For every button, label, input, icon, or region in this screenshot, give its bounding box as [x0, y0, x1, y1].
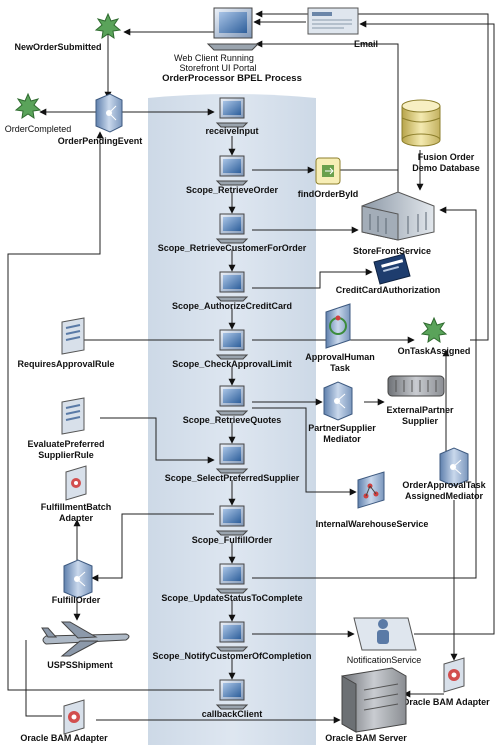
email-icon	[307, 7, 359, 35]
external-partner-label-2: Supplier	[402, 416, 439, 426]
receive-input-label: receiveInput	[205, 126, 258, 136]
find-order-by-id-label: findOrderById	[298, 189, 359, 199]
retrieve-quotes-label: Scope_RetrieveQuotes	[183, 415, 282, 425]
fusion-db-label-2: Demo Database	[412, 163, 480, 173]
retrieve-order-scope-icon	[215, 155, 249, 186]
notify-customer-label: Scope_NotifyCustomerOfCompletion	[152, 651, 311, 661]
email-label: Email	[354, 39, 378, 49]
order-approval-task-mediator-icon	[439, 447, 469, 487]
order-completed-label: OrderCompleted	[5, 124, 72, 134]
requires-approval-rule-label: RequiresApprovalRule	[17, 359, 114, 369]
partner-mediator-label-1: PartnerSupplier	[308, 423, 376, 433]
web-client-label-2: Storefront UI Portal	[179, 63, 256, 73]
new-order-submitted-event-icon	[94, 12, 122, 40]
receive-input-scope-icon	[215, 97, 249, 128]
on-task-assigned-label: OnTaskAssigned	[398, 346, 471, 356]
usps-shipment-label: USPSShipment	[47, 660, 113, 670]
external-partner-label-1: ExternalPartner	[386, 405, 454, 415]
on-task-assigned-event-icon	[420, 316, 448, 344]
check-approval-limit-label: Scope_CheckApprovalLimit	[172, 359, 292, 369]
requires-approval-rule-icon	[61, 317, 85, 355]
notify-customer-scope-icon	[215, 621, 249, 652]
update-status-scope-icon	[215, 563, 249, 594]
authorize-credit-card-label: Scope_AuthorizeCreditCard	[172, 301, 292, 311]
order-pending-event-label: OrderPendingEvent	[58, 136, 143, 146]
oracle-bam-adapter-right-icon	[443, 657, 465, 693]
evaluate-rule-label-2: SupplierRule	[38, 450, 94, 460]
evaluate-preferred-supplier-rule-icon	[61, 397, 85, 435]
bpel-process-lane	[148, 94, 316, 745]
callback-client-label: callbackClient	[202, 709, 263, 719]
fulfillment-batch-label-2: Adapter	[59, 513, 94, 523]
fulfill-order-mediator-label: FulfillOrder	[52, 595, 101, 605]
order-approval-label-2: AssignedMediator	[405, 491, 484, 501]
retrieve-quotes-scope-icon	[215, 385, 249, 416]
internal-warehouse-service-icon	[357, 471, 385, 509]
oracle-bam-adapter-left-icon	[63, 699, 85, 735]
check-approval-limit-scope-icon	[215, 329, 249, 360]
web-client-computer-icon	[206, 7, 260, 51]
evaluate-rule-label-1: EvaluatePreferred	[27, 439, 104, 449]
retrieve-order-label: Scope_RetrieveOrder	[186, 185, 279, 195]
approval-human-task-label-2: Task	[330, 363, 351, 373]
order-approval-label-1: OrderApprovalTask	[402, 480, 486, 490]
authorize-credit-card-scope-icon	[215, 271, 249, 302]
usps-shipment-plane-icon	[41, 621, 130, 657]
approval-human-task-label-1: ApprovalHuman	[305, 352, 375, 362]
oracle-bam-server-icon	[341, 667, 407, 733]
retrieve-customer-label: Scope_RetrieveCustomerForOrder	[158, 243, 307, 253]
storefront-service-label: StoreFrontService	[353, 246, 431, 256]
retrieve-customer-scope-icon	[215, 213, 249, 244]
notification-service-icon	[353, 617, 417, 651]
new-order-submitted-label: NewOrderSubmitted	[14, 42, 101, 52]
web-client-label-1: Web Client Running	[174, 53, 254, 63]
order-pending-event-mediator-icon	[95, 93, 123, 133]
fusion-db-label-1: Fusion Order	[418, 152, 475, 162]
callback-client-scope-icon	[215, 679, 249, 710]
fulfill-order-scope-icon	[215, 505, 249, 536]
oracle-bam-server-label: Oracle BAM Server	[325, 733, 407, 743]
connectors	[7, 10, 495, 724]
process-title: OrderProcessor BPEL Process	[162, 73, 302, 84]
select-preferred-supplier-scope-icon	[215, 443, 249, 474]
partner-mediator-label-2: Mediator	[323, 434, 361, 444]
oracle-bam-adapter-left-label: Oracle BAM Adapter	[20, 733, 108, 743]
fulfillment-batch-label-1: FulfillmentBatch	[41, 502, 112, 512]
oracle-bam-adapter-right-label: Oracle BAM Adapter	[402, 697, 490, 707]
external-partner-supplier-icon	[387, 375, 445, 397]
select-preferred-supplier-label: Scope_SelectPreferredSupplier	[165, 473, 300, 483]
fulfillment-batch-adapter-icon	[65, 465, 87, 501]
order-completed-event-icon	[14, 92, 42, 120]
partner-supplier-mediator-icon	[323, 381, 353, 421]
credit-card-authorization-label: CreditCardAuthorization	[336, 285, 441, 295]
notification-service-label: NotificationService	[347, 655, 422, 665]
update-status-label: Scope_UpdateStatusToComplete	[161, 593, 302, 603]
fusion-order-database-icon	[401, 99, 441, 147]
approval-human-task-icon	[325, 303, 351, 349]
storefront-service-building-icon	[361, 191, 435, 241]
fulfill-order-mediator-icon	[63, 559, 93, 599]
internal-warehouse-label: InternalWarehouseService	[316, 519, 429, 529]
fulfill-order-label: Scope_FulfillOrder	[192, 535, 273, 545]
credit-card-authorization-icon	[373, 253, 411, 285]
find-order-by-id-icon	[315, 157, 341, 185]
